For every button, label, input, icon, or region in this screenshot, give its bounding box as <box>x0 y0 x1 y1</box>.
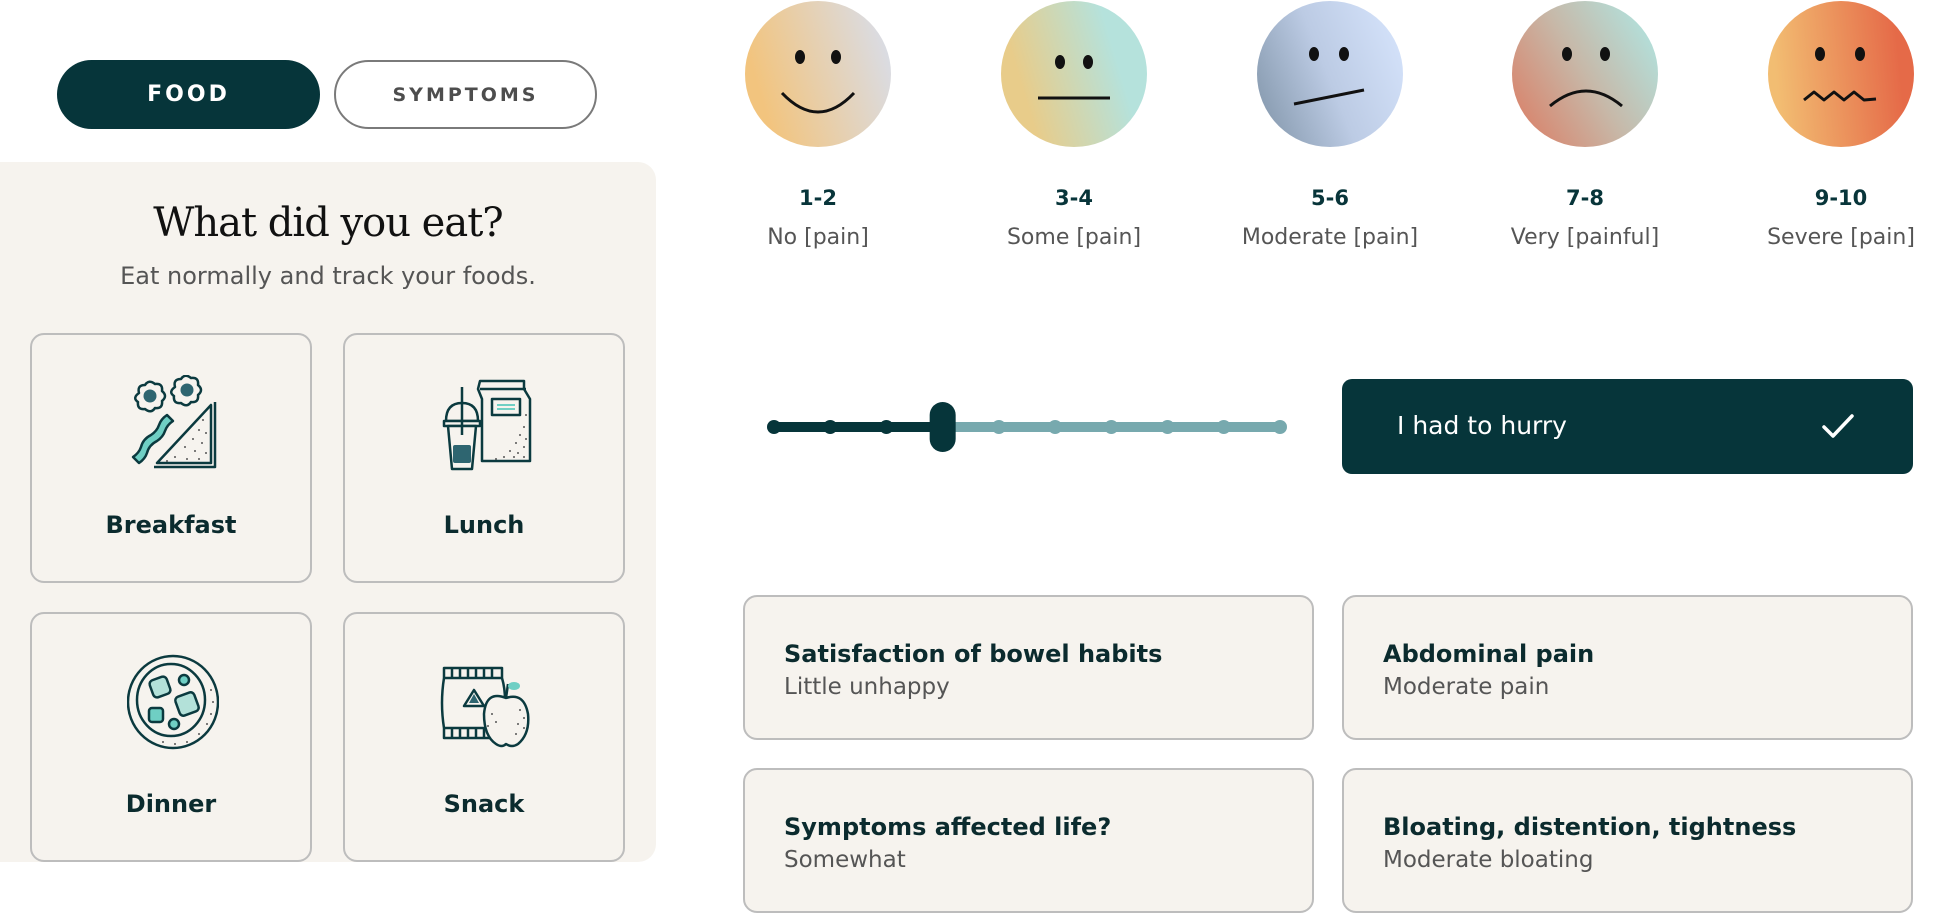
hurry-label: I had to hurry <box>1397 411 1567 440</box>
symptom-value: Moderate bloating <box>1383 847 1594 873</box>
meal-label: Dinner <box>125 790 217 818</box>
meal-card-lunch[interactable]: Lunch <box>343 333 625 583</box>
slider-step-dot[interactable] <box>1160 420 1175 434</box>
food-panel-title: What did you eat? <box>153 200 503 246</box>
pain-description: Severe [pain] <box>1767 225 1915 250</box>
symptom-card-abdominal-pain[interactable]: Abdominal pain Moderate pain <box>1342 595 1913 740</box>
pain-description: Very [painful] <box>1510 225 1660 250</box>
breakfast-icon <box>131 375 217 469</box>
tab-symptoms[interactable]: SYMPTOMS <box>334 60 597 129</box>
symptom-card-life-impact[interactable]: Symptoms affected life? Somewhat <box>743 768 1314 913</box>
symptom-card-bloating[interactable]: Bloating, distention, tightness Moderate… <box>1342 768 1913 913</box>
tab-symptoms-label: SYMPTOMS <box>392 83 539 106</box>
slider-step-dot[interactable] <box>879 420 894 434</box>
dinner-icon <box>127 654 219 750</box>
check-icon <box>1822 414 1854 438</box>
pain-description: Moderate [pain] <box>1241 225 1419 250</box>
slider-step-dot[interactable] <box>767 420 781 434</box>
uneasy-face-icon <box>1257 1 1403 147</box>
slider-step-dot[interactable] <box>1273 420 1287 434</box>
pain-range-label: 9-10 <box>1814 186 1868 210</box>
meal-card-snack[interactable]: Snack <box>343 612 625 862</box>
slider-handle[interactable] <box>929 402 956 452</box>
symptom-title: Bloating, distention, tightness <box>1383 813 1797 841</box>
meal-label: Breakfast <box>105 511 237 539</box>
pain-option-5-6[interactable]: 5-6 Moderate [pain] <box>1230 0 1430 250</box>
symptom-title: Symptoms affected life? <box>784 813 1112 841</box>
snack-icon <box>440 666 530 748</box>
symptom-value: Moderate pain <box>1383 674 1550 700</box>
symptom-value: Somewhat <box>784 847 906 873</box>
tab-food-label: FOOD <box>147 82 230 107</box>
slider-step-dot[interactable] <box>1048 420 1063 434</box>
pain-description: Some [pain] <box>1006 225 1142 250</box>
hurry-toggle-button[interactable]: I had to hurry <box>1342 379 1913 474</box>
severity-slider[interactable] <box>760 400 1300 456</box>
pain-description: No [pain] <box>767 225 869 250</box>
pain-option-1-2[interactable]: 1-2 No [pain] <box>718 0 918 250</box>
symptom-value: Little unhappy <box>784 674 950 700</box>
smile-face-icon <box>745 1 891 147</box>
pain-range-label: 7-8 <box>1566 186 1604 210</box>
meal-label: Snack <box>443 790 525 818</box>
pain-option-9-10[interactable]: 9-10 Severe [pain] <box>1741 0 1941 250</box>
pain-option-3-4[interactable]: 3-4 Some [pain] <box>974 0 1174 250</box>
pain-range-label: 1-2 <box>799 186 837 210</box>
slider-step-dot[interactable] <box>1104 420 1119 434</box>
meal-card-dinner[interactable]: Dinner <box>30 612 312 862</box>
slider-step-dot[interactable] <box>991 420 1006 434</box>
meal-card-breakfast[interactable]: Breakfast <box>30 333 312 583</box>
food-panel-subtitle: Eat normally and track your foods. <box>120 262 536 290</box>
slider-step-dot[interactable] <box>1216 420 1231 434</box>
pain-range-label: 3-4 <box>1055 186 1093 210</box>
pain-option-7-8[interactable]: 7-8 Very [painful] <box>1485 0 1685 250</box>
symptom-title: Abdominal pain <box>1383 640 1595 668</box>
meal-label: Lunch <box>443 511 525 539</box>
slider-step-dot[interactable] <box>823 420 838 434</box>
lunch-icon <box>442 379 532 471</box>
tab-food[interactable]: FOOD <box>57 60 320 129</box>
symptom-title: Satisfaction of bowel habits <box>784 640 1163 668</box>
pain-range-label: 5-6 <box>1311 186 1349 210</box>
symptom-card-bowel-satisfaction[interactable]: Satisfaction of bowel habits Little unha… <box>743 595 1314 740</box>
neutral-face-icon <box>1001 1 1147 147</box>
distressed-face-icon <box>1768 1 1914 147</box>
sad-face-icon <box>1512 1 1658 147</box>
